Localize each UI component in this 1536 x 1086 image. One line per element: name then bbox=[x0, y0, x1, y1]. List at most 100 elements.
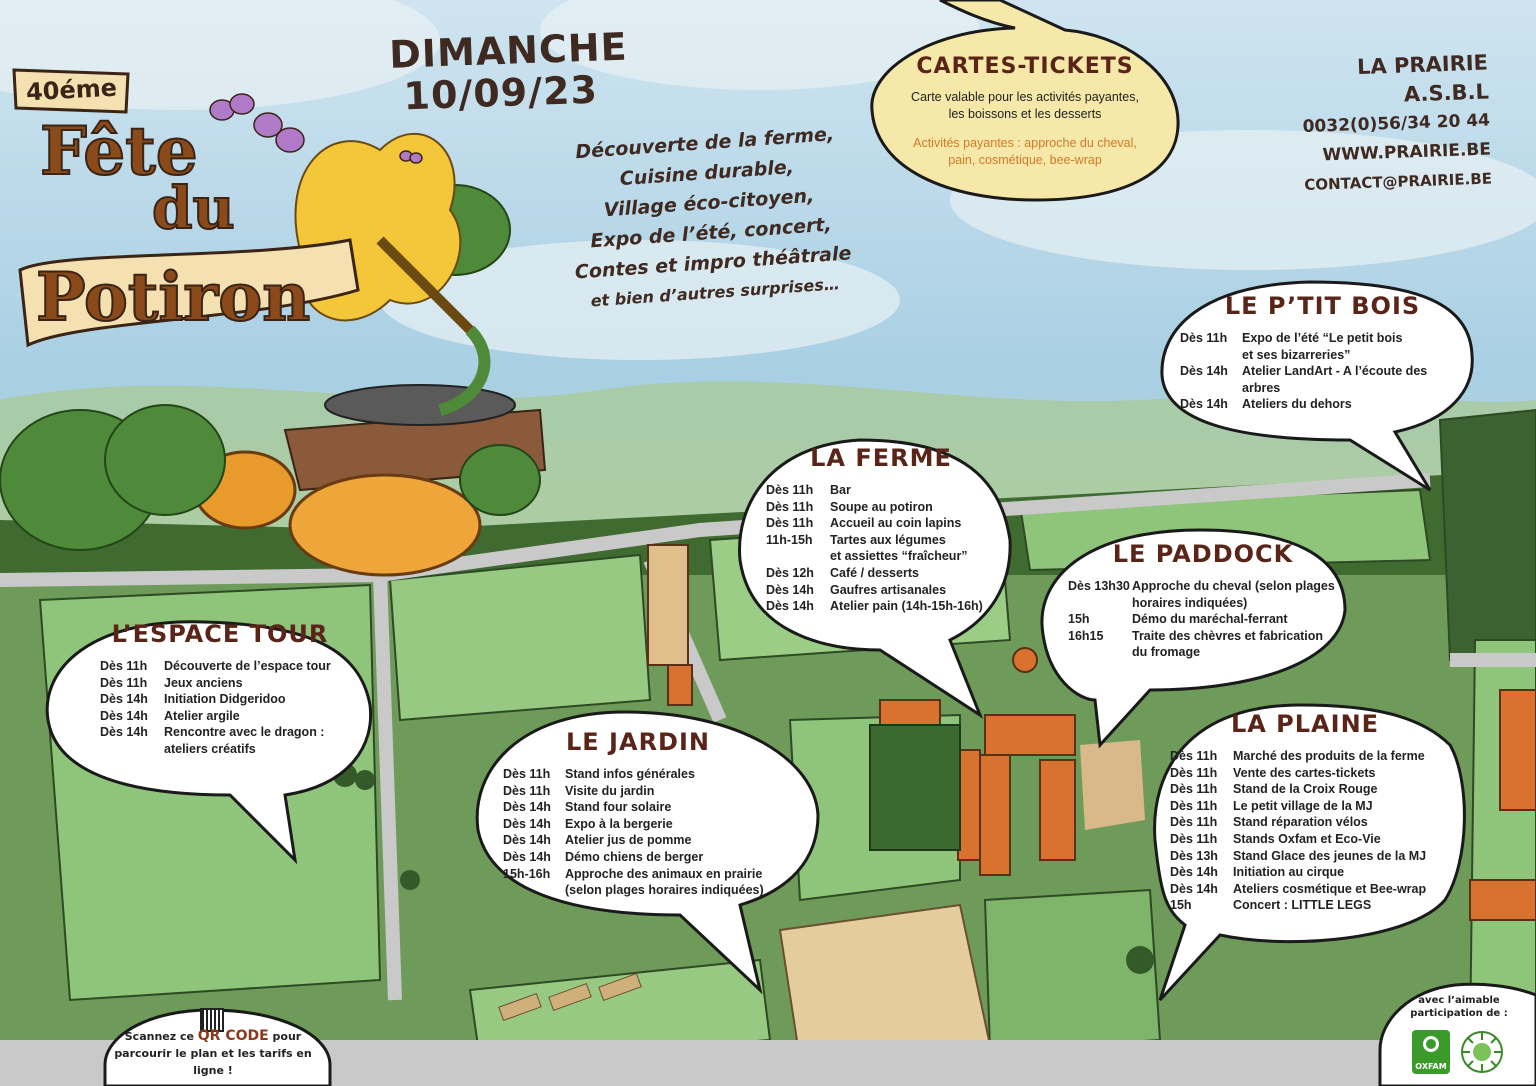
schedule-time bbox=[1068, 644, 1132, 661]
tickets-bubble: CARTES-TICKETS Carte valable pour les ac… bbox=[905, 54, 1145, 169]
schedule-activity: horaires indiquées) bbox=[1132, 595, 1248, 610]
schedule-time bbox=[766, 548, 830, 565]
schedule-activity: Visite du jardin bbox=[565, 783, 655, 798]
schedule-time: Dès 11h bbox=[1170, 815, 1218, 830]
schedule-row: ateliers créatifs bbox=[100, 741, 340, 758]
farm-buildings bbox=[647, 544, 1536, 921]
zone-title: LE JARDIN bbox=[566, 728, 710, 756]
schedule-activity: Approche du cheval (selon plages bbox=[1132, 579, 1335, 593]
schedule-time: 15h bbox=[1068, 612, 1090, 627]
schedule-activity: Marché des produits de la ferme bbox=[1233, 749, 1425, 763]
qr-text-after: pour parcourir le plan et les tarifs en … bbox=[114, 1030, 312, 1077]
schedule-activity: et assiettes “fraîcheur” bbox=[830, 549, 968, 564]
schedule-activity: et ses bizarreries” bbox=[1242, 347, 1351, 362]
schedule-row: Dès 14h Atelier jus de pomme bbox=[503, 832, 773, 849]
schedule-time: Dès 14h bbox=[503, 849, 551, 864]
schedule-time: Dès 12h bbox=[766, 565, 814, 580]
schedule-time: Dès 11h bbox=[766, 516, 814, 531]
event-date-number: 10/09/23 bbox=[402, 67, 599, 119]
schedule-time: Dès 14h bbox=[766, 599, 814, 614]
anniversary-label: 40éme bbox=[25, 73, 118, 107]
schedule-time: Dès 11h bbox=[766, 483, 814, 497]
schedule-activity: Stand four solaire bbox=[565, 800, 672, 815]
tickets-title: CARTES-TICKETS bbox=[916, 54, 1134, 79]
schedule-activity: Stands Oxfam et Eco-Vie bbox=[1233, 831, 1381, 846]
schedule-row: et assiettes “fraîcheur” bbox=[766, 548, 996, 565]
schedule-time bbox=[1180, 347, 1242, 364]
schedule-activity: Atelier pain (14h-15h-16h) bbox=[830, 599, 983, 614]
schedule-row: Dès 14h Initiation Didgeridoo bbox=[100, 691, 340, 708]
schedule-activity: Découverte de l’espace tour bbox=[164, 659, 331, 673]
schedule-time: Dès 14h bbox=[100, 692, 148, 707]
schedule-time bbox=[100, 741, 164, 758]
speech-bubbles bbox=[45, 0, 1536, 1086]
schedule-activity: Ateliers du dehors bbox=[1242, 397, 1352, 412]
schedule-time: 16h15 bbox=[1068, 628, 1104, 643]
schedule-time: Dès 14h bbox=[766, 582, 814, 597]
schedule-time: Dès 11h bbox=[1170, 749, 1218, 763]
schedule-activity: Vente des cartes-tickets bbox=[1233, 765, 1376, 780]
schedule-time: Dès 14h bbox=[1180, 397, 1228, 412]
schedule-row: et ses bizarreries” bbox=[1180, 347, 1465, 364]
event-date: DIMANCHE 10/09/23 bbox=[389, 25, 629, 119]
schedule-time: Dès 13h bbox=[1170, 848, 1218, 863]
schedule-time: Dès 11h bbox=[1170, 765, 1218, 780]
schedule-time: Dès 11h bbox=[503, 767, 551, 781]
oxfam-logo-icon: OXFAM bbox=[1412, 1030, 1450, 1074]
schedule-activity: Initiation Didgeridoo bbox=[164, 692, 286, 707]
schedule-activity: Expo de l’été “Le petit bois bbox=[1242, 331, 1403, 345]
schedule-row: Dès 11h Marché des produits de la ferme bbox=[1170, 748, 1440, 765]
schedule-row: Dès 14h Démo chiens de berger bbox=[503, 849, 773, 866]
schedule-activity: Concert : LITTLE LEGS bbox=[1233, 898, 1372, 913]
schedule-activity: Soupe au potiron bbox=[830, 499, 933, 514]
schedule-row: Dès 11h Vente des cartes-tickets bbox=[1170, 765, 1440, 782]
schedule-row: du fromage bbox=[1068, 644, 1338, 661]
oxfam-label: OXFAM bbox=[1415, 1062, 1447, 1071]
schedule-activity: du fromage bbox=[1132, 645, 1201, 660]
qr-code-icon[interactable] bbox=[200, 1008, 224, 1032]
schedule-activity: Accueil au coin lapins bbox=[830, 516, 962, 531]
schedule-activity: Tartes aux légumes bbox=[830, 532, 946, 547]
contact-block: LA PRAIRIE A.S.B.L 0032(0)56/34 20 44 WW… bbox=[1288, 49, 1493, 201]
qr-instructions: Scannez ce QR CODE pour parcourir le pla… bbox=[108, 1028, 318, 1079]
qr-text-before: Scannez ce bbox=[124, 1030, 198, 1043]
schedule-activity: Initiation au cirque bbox=[1233, 865, 1345, 880]
schedule-time: Dès 14h bbox=[100, 708, 148, 723]
schedule-time: Dès 14h bbox=[1170, 881, 1218, 896]
schedule-activity: Gaufres artisanales bbox=[830, 582, 947, 597]
schedule-row: Dès 14h Stand four solaire bbox=[503, 799, 773, 816]
schedule-list: Dès 11h Marché des produits de la ferme D… bbox=[1170, 748, 1440, 914]
schedule-activity: Stand de la Croix Rouge bbox=[1233, 782, 1378, 797]
schedule-row: (selon plages horaires indiquées) bbox=[503, 882, 773, 899]
schedule-activity: Démo chiens de berger bbox=[565, 849, 704, 864]
schedule-activity: Atelier jus de pomme bbox=[565, 833, 692, 848]
schedule-time: Dès 14h bbox=[503, 833, 551, 848]
schedule-activity: Le petit village de la MJ bbox=[1233, 798, 1373, 813]
schedule-time bbox=[1068, 595, 1132, 612]
schedule-activity: Stand réparation vélos bbox=[1233, 815, 1368, 830]
schedule-time: Dès 14h bbox=[503, 800, 551, 815]
schedule-time: Dès 11h bbox=[100, 675, 148, 690]
